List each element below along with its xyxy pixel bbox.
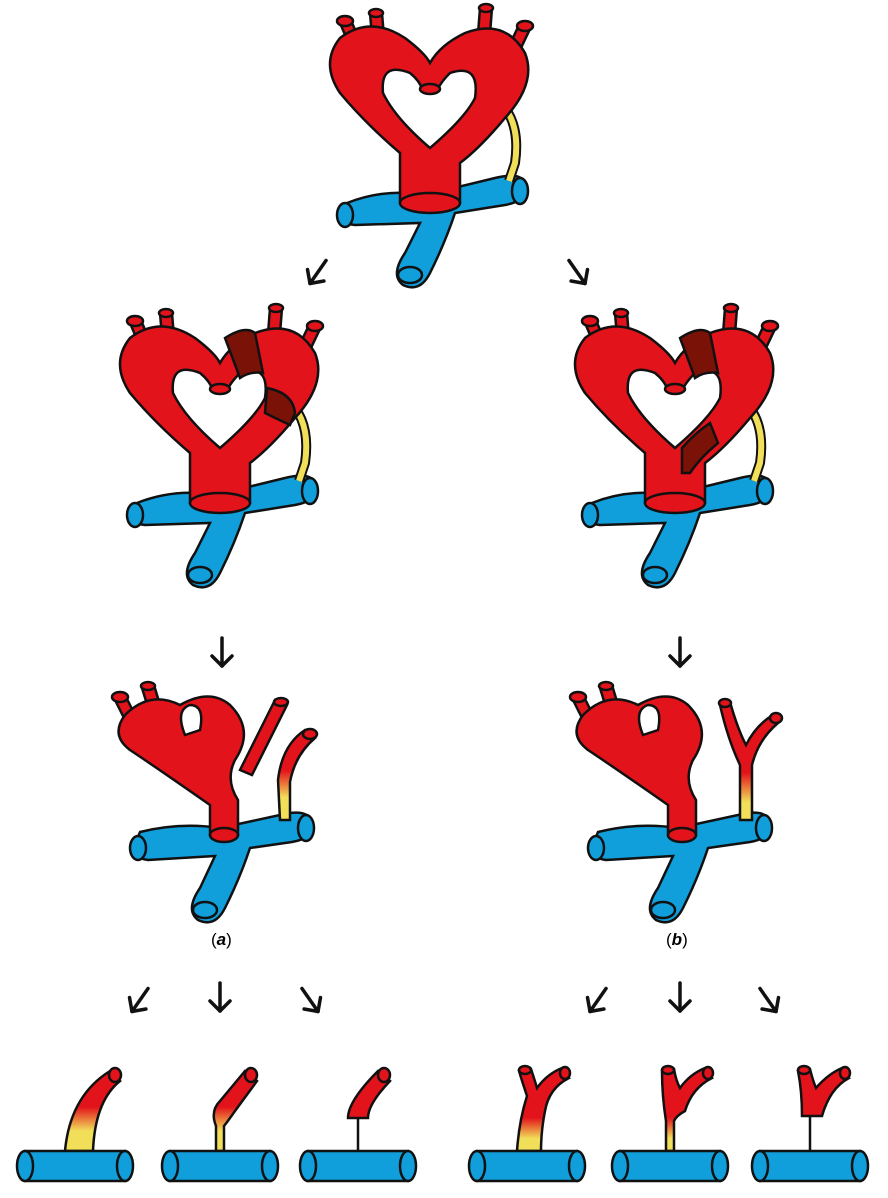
panel-label-b-letter: b xyxy=(672,930,682,949)
panel-label-b: (b) xyxy=(666,930,688,950)
middle-left-arch xyxy=(120,304,323,587)
ductus-variant-b1 xyxy=(469,1066,585,1181)
arrow-down-left-icon xyxy=(124,983,156,1017)
ductus-variant-b3 xyxy=(752,1066,868,1181)
arrow-down-icon xyxy=(670,983,690,1011)
arrow-down-left-icon xyxy=(582,983,614,1017)
arrow-down-right-icon xyxy=(752,983,784,1017)
arrow-down-icon xyxy=(212,638,232,666)
ductus-variant-a2 xyxy=(162,1068,278,1181)
top-double-arch xyxy=(330,4,533,287)
lower-right-arch xyxy=(570,682,782,922)
middle-right-arch xyxy=(575,304,778,587)
ductus-variant-a3 xyxy=(300,1068,416,1181)
arrow-down-right-icon xyxy=(561,255,593,289)
arrow-down-left-icon xyxy=(302,255,334,289)
arrow-down-icon xyxy=(670,638,690,666)
panel-label-a: (a) xyxy=(211,930,232,950)
lower-left-arch xyxy=(112,682,317,922)
ductus-variant-a1 xyxy=(17,1068,133,1181)
arrow-down-icon xyxy=(210,983,230,1011)
arrow-down-right-icon xyxy=(294,983,326,1017)
panel-label-a-letter: a xyxy=(217,930,226,949)
ductus-variant-b2 xyxy=(612,1066,728,1181)
